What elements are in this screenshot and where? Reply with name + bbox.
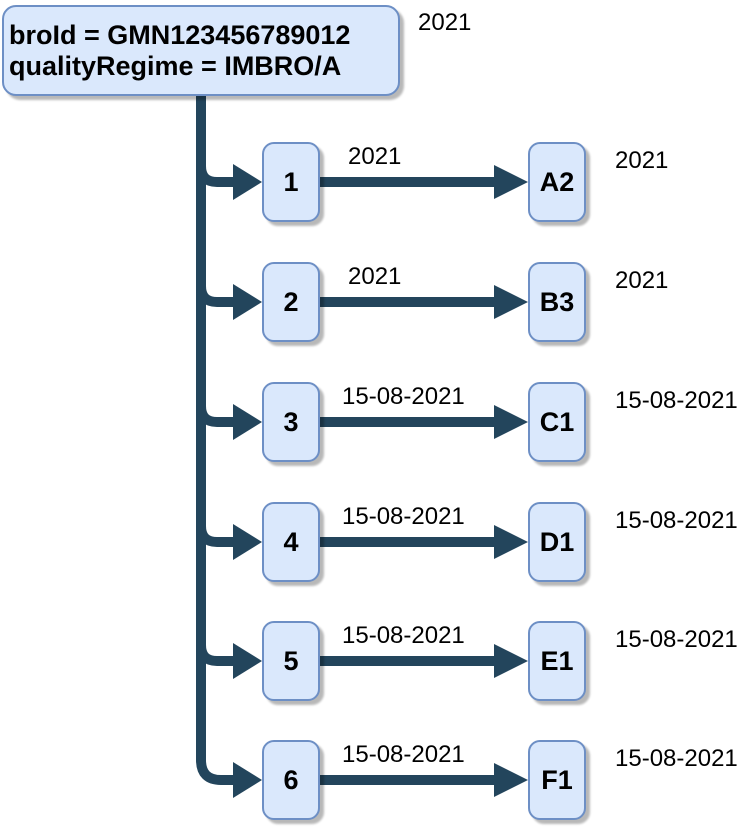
version-node-6[interactable]: 6 [262, 740, 320, 820]
edge-date-label-4: 15-08-2021 [342, 503, 465, 530]
branch-elbow [196, 390, 233, 427]
target-node-c1-label: C1 [539, 406, 575, 437]
target-node-a2-label: A2 [539, 166, 575, 197]
edge-arrowhead [494, 525, 528, 559]
edge-arrowhead [494, 165, 528, 199]
target-node-e1-label: E1 [540, 645, 574, 676]
branch-arrowhead [233, 404, 262, 440]
target-date-label-5: 15-08-2021 [615, 626, 738, 653]
edge-arrowhead [494, 644, 528, 678]
branch-elbow [196, 510, 233, 547]
version-node-5[interactable]: 5 [262, 621, 320, 701]
edge-date-label-6: 15-08-2021 [342, 741, 465, 768]
target-node-e1[interactable]: E1 [528, 621, 586, 701]
version-node-3-label: 3 [283, 406, 299, 437]
edge-date-label-1: 2021 [348, 143, 402, 170]
target-node-d1[interactable]: D1 [528, 502, 586, 582]
edge-date-label-5: 15-08-2021 [342, 622, 465, 649]
version-node-1[interactable]: 1 [262, 142, 320, 222]
branch-arrowhead [233, 524, 262, 560]
target-date-label-4: 15-08-2021 [615, 507, 738, 534]
version-node-5-label: 5 [283, 645, 299, 676]
version-node-2[interactable]: 2 [262, 262, 320, 342]
target-node-b3[interactable]: B3 [528, 262, 586, 342]
edge-date-label-2: 2021 [348, 263, 402, 290]
target-node-d1-label: D1 [539, 526, 575, 557]
version-node-4-label: 4 [283, 526, 299, 557]
branch-elbow [196, 629, 233, 666]
target-date-label-1: 2021 [615, 147, 669, 174]
version-node-1-label: 1 [283, 166, 299, 197]
target-date-label-2: 2021 [615, 267, 669, 294]
branch-elbow [196, 270, 233, 307]
version-node-6-label: 6 [283, 764, 299, 795]
target-node-a2[interactable]: A2 [528, 142, 586, 222]
root-node-broid-text: broId = GMN123456789012 [9, 19, 351, 50]
branch-arrowhead [233, 762, 262, 798]
branch-arrowhead [233, 643, 262, 679]
version-node-3[interactable]: 3 [262, 382, 320, 462]
target-date-label-3: 15-08-2021 [615, 387, 738, 414]
branch-arrowhead [233, 164, 262, 200]
root-node[interactable]: broId = GMN123456789012 qualityRegime = … [2, 5, 400, 96]
branch-elbow [196, 150, 233, 187]
target-date-label-6: 15-08-2021 [615, 745, 738, 772]
root-node-qualityregime-text: qualityRegime = IMBRO/A [9, 50, 342, 81]
edge-arrowhead [494, 763, 528, 797]
edge-arrowhead [494, 405, 528, 439]
branch-arrowhead [233, 284, 262, 320]
target-node-c1[interactable]: C1 [528, 382, 586, 462]
target-node-b3-label: B3 [539, 286, 575, 317]
target-node-f1[interactable]: F1 [528, 740, 586, 820]
version-node-2-label: 2 [283, 286, 299, 317]
target-node-f1-label: F1 [541, 764, 573, 795]
edge-date-label-3: 15-08-2021 [342, 383, 465, 410]
version-node-4[interactable]: 4 [262, 502, 320, 582]
root-year-label: 2021 [418, 9, 472, 36]
trunk-connector [196, 94, 233, 785]
edge-arrowhead [494, 285, 528, 319]
